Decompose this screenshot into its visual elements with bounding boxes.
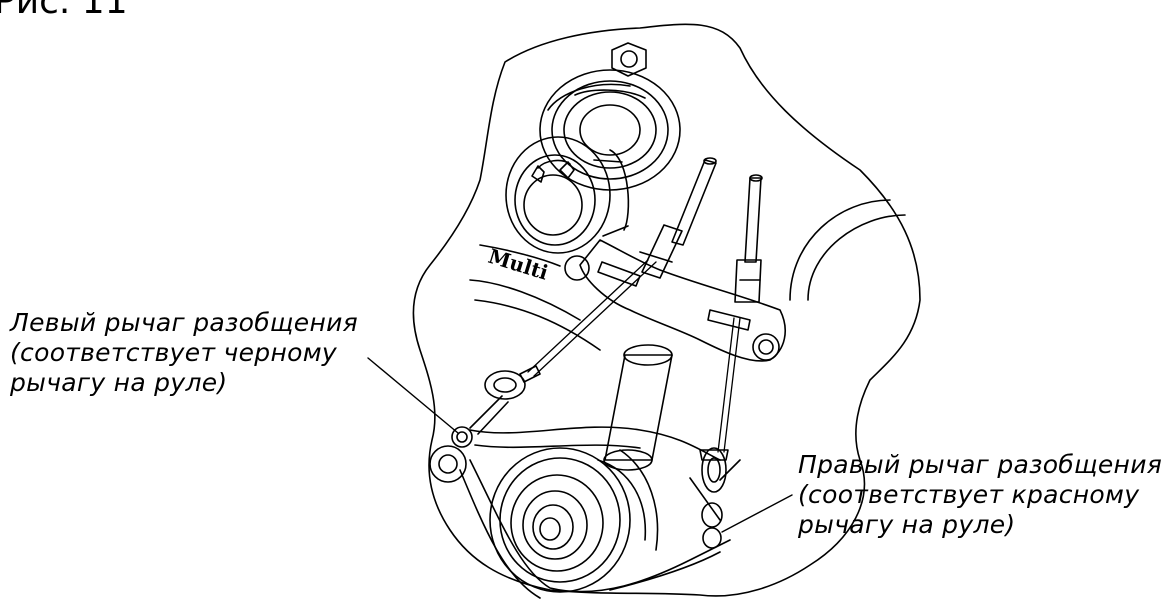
right-pulley-edge: [789, 199, 906, 301]
drive-belt: [459, 459, 731, 599]
right-linkage: [689, 447, 741, 549]
lower-pulley: [489, 447, 659, 593]
callout-right: Правый рычаг разобщения (соответствует к…: [798, 450, 1162, 540]
callout-right-line-3: рычагу на руле): [798, 510, 1016, 539]
bracket-plate: [564, 239, 786, 362]
top-nut: [611, 42, 647, 77]
cables: [527, 259, 741, 453]
left-linkage: [429, 365, 721, 483]
callout-right-line-1: Правый рычаг разобщения: [798, 450, 1163, 479]
cutout-outline: [412, 23, 921, 597]
left-rod: [639, 157, 717, 279]
front-disc: [505, 136, 630, 254]
callout-right-line-2: (соответствует красному: [798, 480, 1140, 509]
central-cylinder: [603, 344, 673, 471]
right-rod: [734, 174, 763, 303]
leader-lines: [367, 357, 793, 533]
callout-left: Левый рычаг разобщения (соответствует че…: [10, 308, 358, 398]
callout-left-line-1: Левый рычаг разобщения: [10, 308, 358, 337]
callout-left-line-2: (соответствует черному: [10, 338, 337, 367]
callout-left-line-3: рычагу на руле): [10, 368, 228, 397]
figure-caption-fragment: Рис. 11: [0, 0, 128, 22]
